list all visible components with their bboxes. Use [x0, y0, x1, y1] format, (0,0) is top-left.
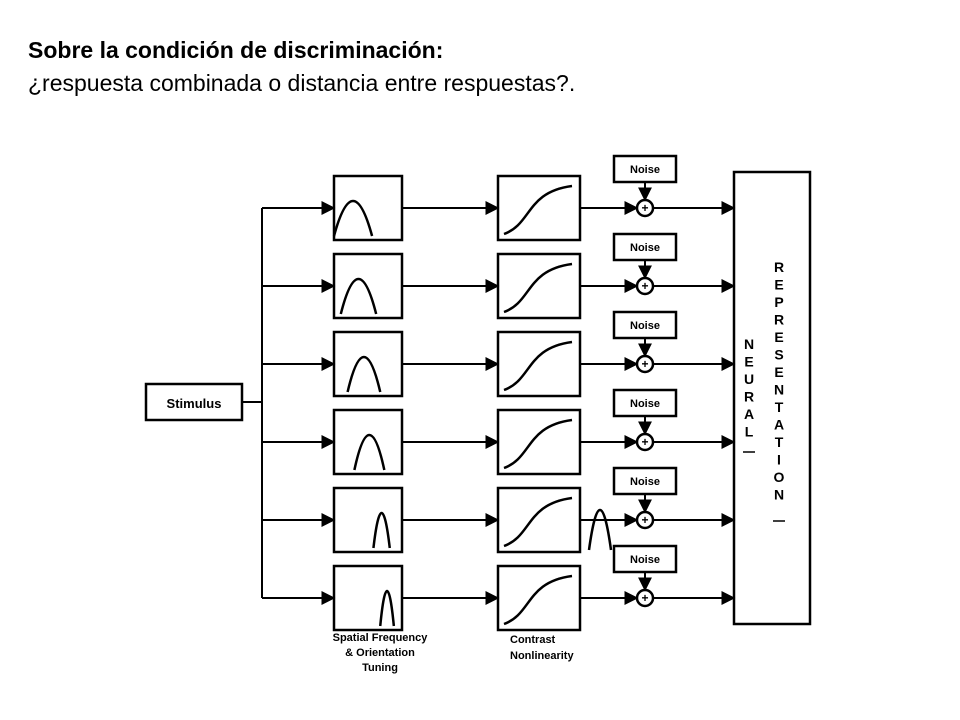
neural-letter: L	[745, 424, 754, 440]
sigmoid-curve	[503, 184, 573, 236]
stimulus-label: Stimulus	[167, 396, 222, 411]
tuning-filter-box	[332, 330, 404, 398]
plus-icon: +	[641, 591, 648, 605]
noise-label: Noise	[630, 242, 660, 254]
tuning-caption: Spatial Frequency & Orientation Tuning	[333, 632, 429, 674]
tuning-curve	[372, 511, 392, 549]
representation-letter: N	[774, 487, 784, 503]
slide-subtitle: ¿respuesta combinada o distancia entre r…	[28, 70, 576, 96]
noise-label: Noise	[630, 320, 660, 332]
channel-2: + Noise	[262, 232, 736, 320]
sigmoid-curve	[503, 418, 573, 470]
sigmoid-curve	[503, 340, 573, 392]
tuning-filter-box	[332, 408, 404, 476]
tuning-curve	[353, 434, 386, 471]
plus-icon: +	[641, 279, 648, 293]
tuning-filter-box	[332, 486, 404, 554]
representation-letter: E	[774, 277, 783, 293]
response-curve-icon	[587, 509, 613, 551]
tuning-curve	[346, 356, 382, 393]
neural-letter: E	[744, 354, 753, 370]
representation-letter: I	[777, 452, 781, 468]
slide-title-block: Sobre la condición de discriminación: ¿r…	[28, 34, 575, 100]
representation-letter: P	[774, 294, 783, 310]
representation-letter: O	[774, 469, 785, 485]
representation-letter: R	[774, 259, 784, 275]
tuning-curve	[378, 589, 396, 627]
representation-letter: E	[774, 329, 783, 345]
representation-letter: T	[775, 434, 784, 450]
channel-5: + Noise	[262, 466, 736, 554]
plus-icon: +	[641, 201, 648, 215]
noise-label: Noise	[630, 398, 660, 410]
plus-icon: +	[641, 357, 648, 371]
contrast-caption-line-1: Contrast	[510, 634, 556, 646]
representation-letter: E	[774, 364, 783, 380]
plus-icon: +	[641, 435, 648, 449]
noise-label: Noise	[630, 554, 660, 566]
tuning-curve	[339, 278, 378, 315]
sigmoid-curve	[503, 262, 573, 314]
neural-letter: U	[744, 371, 754, 387]
tuning-filter-box	[332, 564, 404, 632]
tuning-caption-line-3: Tuning	[362, 662, 398, 674]
channel-4: + Noise	[262, 388, 736, 476]
tuning-filter-box	[332, 252, 404, 320]
plus-icon: +	[641, 513, 648, 527]
noise-label: Noise	[630, 164, 660, 176]
noise-label: Noise	[630, 476, 660, 488]
stimulus-node: Stimulus	[144, 382, 244, 422]
neural-letter: A	[744, 406, 754, 422]
representation-letter: R	[774, 312, 784, 328]
representation-letter: A	[774, 417, 784, 433]
neural-letter: R	[744, 389, 754, 405]
tuning-curve	[332, 200, 374, 237]
representation-letter: S	[774, 347, 783, 363]
neural-letter: N	[744, 336, 754, 352]
tuning-caption-line-2: & Orientation	[345, 647, 415, 659]
channel-group: + Noise + Noise + Noise + Noise + Noise + Noise	[262, 154, 736, 632]
sigmoid-curve	[503, 574, 573, 626]
representation-letter: T	[775, 399, 784, 415]
contrast-caption: Contrast Nonlinearity	[510, 634, 574, 662]
slide-title: Sobre la condición de discriminación:	[28, 37, 444, 63]
channel-1: + Noise	[262, 154, 736, 242]
representation-letter: N	[774, 382, 784, 398]
channel-3: + Noise	[262, 310, 736, 398]
channel-6: + Noise	[262, 544, 736, 632]
contrast-caption-line-2: Nonlinearity	[510, 650, 574, 662]
sigmoid-curve	[503, 496, 573, 548]
tuning-caption-line-1: Spatial Frequency	[333, 632, 429, 644]
